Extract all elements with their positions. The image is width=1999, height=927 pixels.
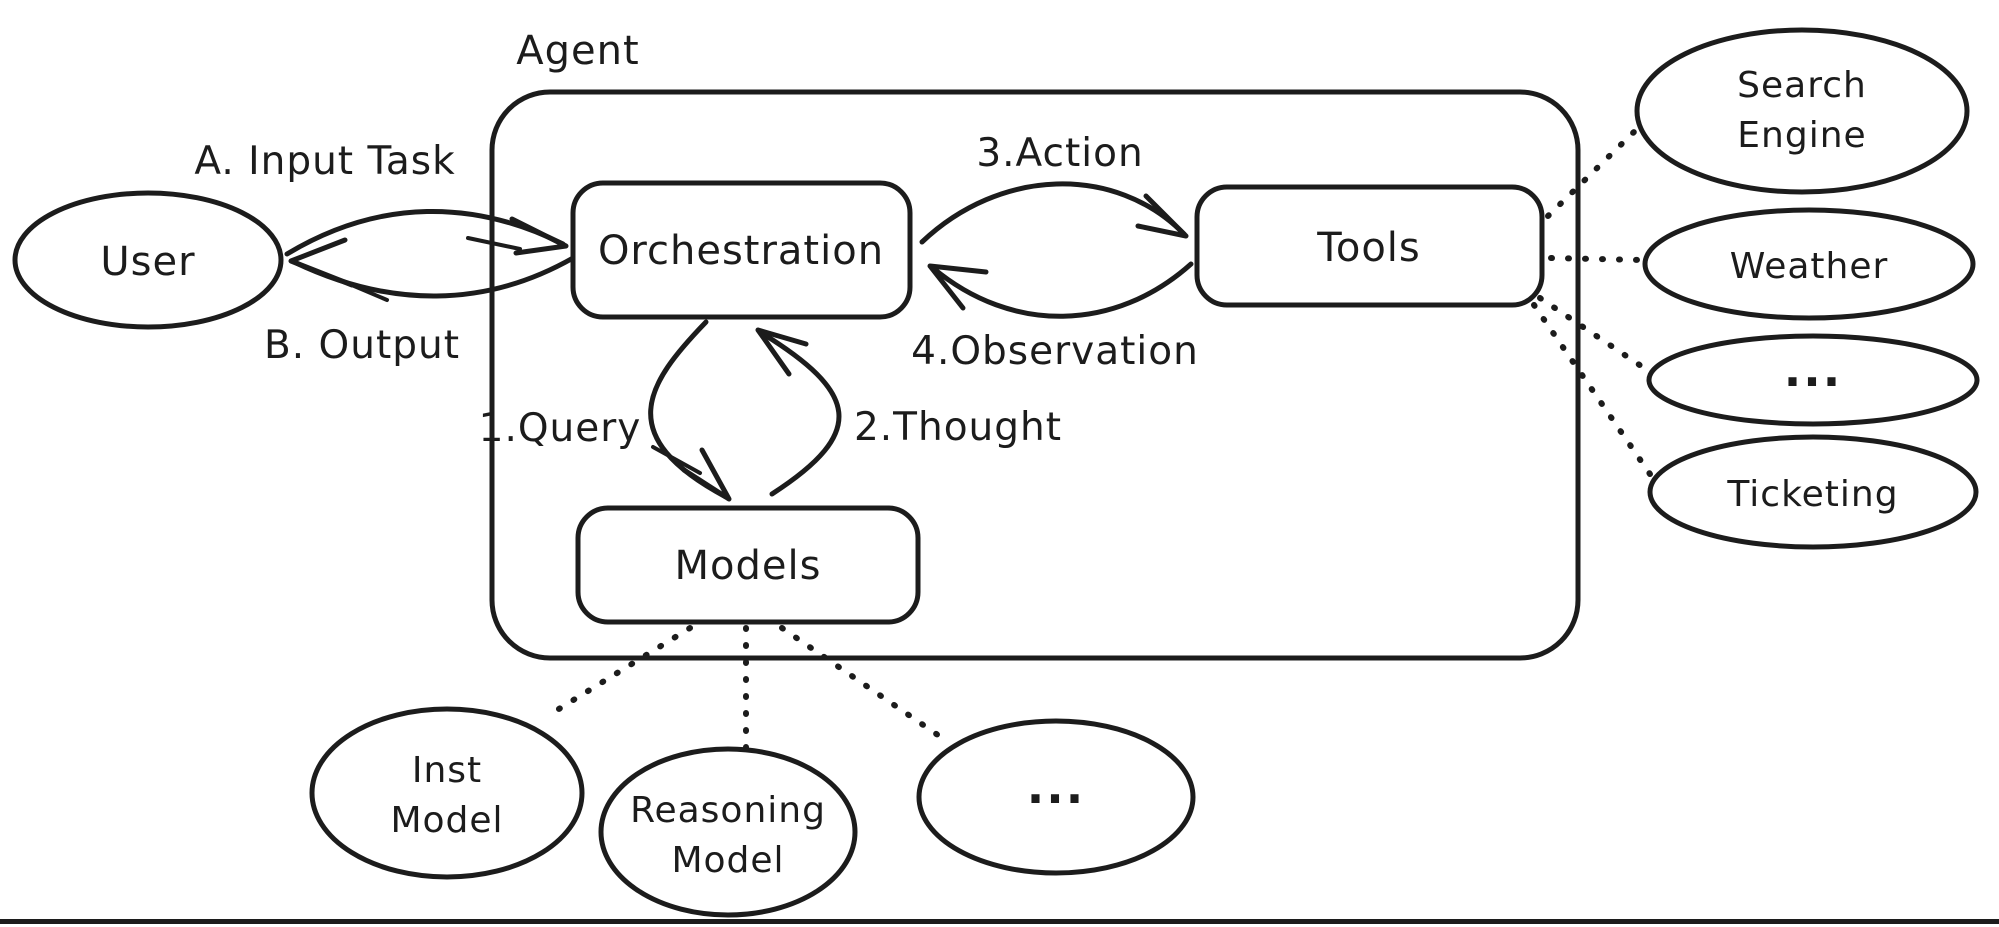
reasoning-model-label-line1: Reasoning: [630, 790, 826, 831]
edge-query-label: 1.Query: [479, 406, 642, 451]
models-more-ellipse: [916, 718, 1196, 876]
reasoning-model-ellipse: [598, 746, 858, 918]
orchestration-box: [570, 180, 913, 320]
weather-node: Weather: [1642, 207, 1976, 321]
ticketing-label: Ticketing: [1726, 474, 1898, 515]
edge-input-task-label: A. Input Task: [194, 139, 455, 184]
tools-node: Tools: [1194, 184, 1545, 308]
edge-output: [288, 237, 576, 302]
edge-observation-arrowhead: [927, 263, 989, 311]
edge-action-label: 3.Action: [976, 131, 1143, 176]
tools-more-ellipse: [1646, 333, 1980, 427]
ticketing-node: Ticketing: [1647, 434, 1979, 550]
user-label: User: [100, 239, 195, 285]
ticketing-ellipse: [1647, 434, 1979, 550]
orchestration-node: Orchestration: [570, 180, 913, 320]
connector-models-inst-model: [551, 625, 693, 715]
edge-query: [648, 319, 732, 502]
connector-tools-ticketing: [1531, 302, 1655, 480]
edge-query-arrowhead: [681, 447, 732, 502]
models-node: Models: [575, 505, 921, 625]
search-engine-node: Search Engine: [1634, 27, 1970, 195]
tools-more-node: ...: [1646, 333, 1980, 427]
agent-container-box: [489, 89, 1581, 661]
edge-output-arrowhead-extra: [338, 278, 389, 302]
edge-input-task-arrowhead: [509, 216, 569, 256]
orchestration-label: Orchestration: [598, 228, 884, 274]
edge-observation-label: 4.Observation: [911, 329, 1199, 374]
edge-action-curve: [919, 181, 1187, 245]
inst-model-ellipse: [309, 706, 585, 880]
search-engine-ellipse: [1634, 27, 1970, 195]
connector-tools-more: [1537, 295, 1653, 375]
weather-label: Weather: [1730, 246, 1889, 287]
search-engine-label-line1: Search: [1737, 65, 1867, 106]
connector-models-more: [779, 625, 951, 745]
inst-model-label-line2: Model: [390, 800, 503, 841]
edge-thought-curve: [757, 329, 842, 497]
weather-ellipse: [1642, 207, 1976, 321]
edge-input-task-arrowhead-extra: [466, 236, 522, 251]
agent-container-label: Agent: [516, 28, 639, 74]
edge-thought-arrowhead: [755, 327, 809, 377]
edge-observation-curve: [930, 261, 1194, 319]
inst-model-node: Inst Model: [309, 706, 585, 880]
user-ellipse: [12, 190, 284, 330]
edge-thought-label: 2.Thought: [854, 405, 1062, 450]
edge-action: [919, 181, 1189, 245]
models-box: [575, 505, 921, 625]
models-label: Models: [675, 543, 822, 589]
edge-action-arrowhead: [1135, 193, 1189, 239]
edge-observation: [927, 261, 1194, 319]
edge-output-label: B. Output: [264, 323, 460, 368]
edge-query-arrowhead-extra: [651, 445, 702, 475]
tools-label: Tools: [1316, 225, 1421, 271]
reasoning-model-label-line2: Model: [671, 840, 784, 881]
reasoning-model-node: Reasoning Model: [598, 746, 858, 918]
tools-box: [1194, 184, 1545, 308]
connector-tools-search-engine: [1545, 125, 1641, 219]
user-node: User: [12, 190, 284, 330]
connector-tools-weather: [1548, 255, 1645, 263]
tools-more-label: ...: [1784, 343, 1842, 397]
inst-model-label-line1: Inst: [412, 750, 482, 791]
models-more-node: ...: [916, 718, 1196, 876]
search-engine-label-line2: Engine: [1737, 115, 1866, 156]
models-more-label: ...: [1027, 760, 1085, 814]
bottom-border-line: [0, 919, 1999, 924]
edge-input-task: [284, 209, 569, 257]
edge-thought: [755, 327, 842, 497]
